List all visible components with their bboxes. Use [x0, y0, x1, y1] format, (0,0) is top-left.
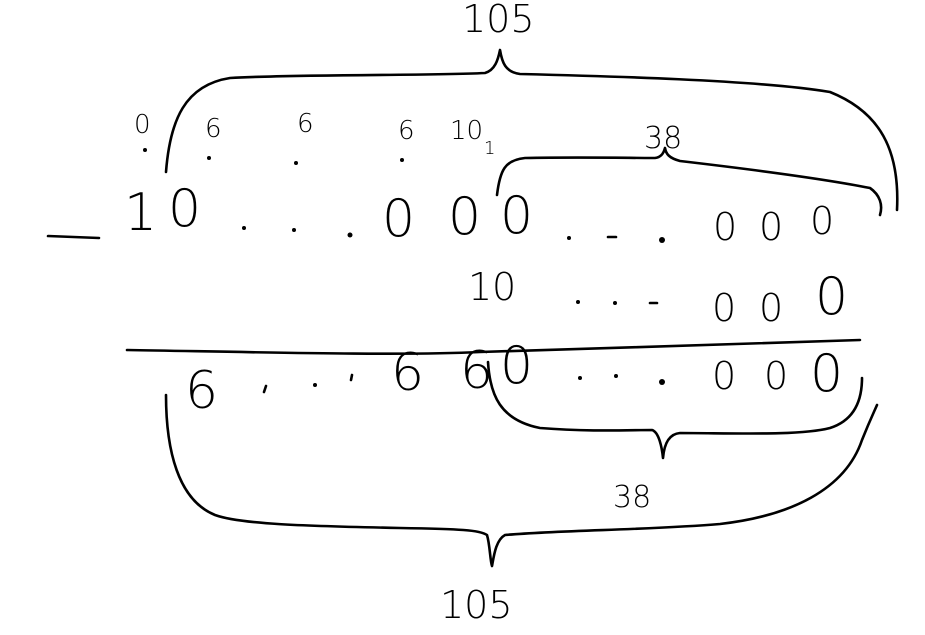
ellipsis-dot [659, 237, 665, 243]
minuend-digit: 1 [124, 183, 157, 243]
borrow-1: 6 [205, 114, 222, 144]
ellipsis-dot [613, 301, 617, 305]
ellipsis-dot [614, 374, 618, 378]
ellipsis-dot [567, 236, 571, 240]
minuend-digit: 0 [500, 186, 533, 246]
minuend-digit: 0 [168, 179, 201, 239]
ellipsis-dot [578, 376, 582, 380]
borrow-0: 0 [134, 110, 151, 140]
minuend-digit: 0 [382, 189, 415, 249]
borrow-3: 6 [398, 116, 415, 146]
bottom-inner-label: 38 [613, 480, 651, 515]
borrow-tick [294, 161, 298, 165]
ellipsis-dot [347, 232, 353, 238]
borrow-4: 10 [450, 116, 483, 146]
minuend-digit: 0 [448, 187, 481, 247]
ellipsis-dot [576, 300, 580, 304]
bottom-total-brace [164, 393, 879, 568]
minuend-digit: 0 [713, 205, 737, 249]
result-digit: 6 [391, 343, 424, 403]
top-total-label: 105 [462, 0, 535, 41]
borrow-tick [207, 156, 211, 160]
subtrahend-digit: 1 [468, 265, 492, 309]
bottom-inner-brace [486, 360, 864, 460]
top-total-brace [164, 48, 899, 212]
result-digit: 6 [185, 361, 218, 421]
ellipsis-dot [242, 226, 246, 230]
subtrahend-digit: 0 [712, 286, 736, 330]
ellipsis-dot [659, 379, 665, 385]
borrow-tick [143, 148, 147, 152]
minuend-digit: 0 [759, 205, 783, 249]
ellipsis-dot [292, 228, 296, 232]
result-digit: 0 [810, 344, 843, 404]
borrow-5: 1 [484, 138, 495, 159]
result-digit: 0 [764, 354, 788, 398]
result-digit: 0 [500, 336, 533, 396]
borrow-2: 6 [297, 109, 314, 139]
minus-sign [46, 234, 101, 240]
top-inner-brace [495, 146, 883, 217]
subtrahend-digit: 0 [759, 286, 783, 330]
subtrahend-digit: 0 [492, 265, 516, 309]
ellipsis-comma [349, 373, 354, 382]
result-line [125, 338, 862, 356]
ellipsis-dot [313, 383, 317, 387]
borrow-tick [400, 158, 404, 162]
result-digit: 0 [712, 354, 736, 398]
ellipsis-comma [262, 384, 268, 394]
bottom-total-label: 105 [440, 583, 513, 627]
minuend-digit: 0 [810, 199, 834, 243]
subtrahend-digit: 0 [815, 267, 848, 327]
